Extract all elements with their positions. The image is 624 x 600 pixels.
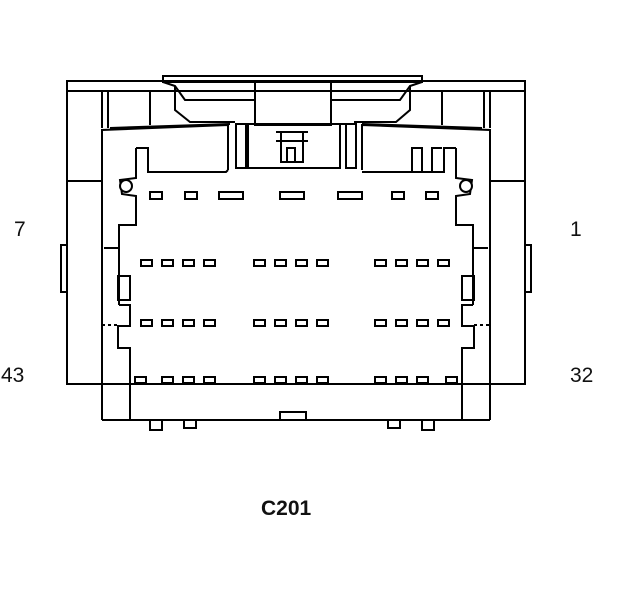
pin-cavity bbox=[203, 319, 216, 327]
pin-cavity bbox=[316, 319, 329, 327]
side-tabs bbox=[60, 244, 532, 293]
pin-cavity bbox=[253, 319, 266, 327]
pin-cavity bbox=[182, 319, 195, 327]
pin-cavity bbox=[140, 259, 153, 267]
pin-cavity bbox=[140, 319, 153, 327]
pin-cavity bbox=[374, 376, 387, 384]
pin-cavity bbox=[253, 376, 266, 384]
pin-cavity bbox=[337, 191, 363, 200]
pin-cavity bbox=[316, 376, 329, 384]
pin-cavity bbox=[279, 191, 305, 200]
pin-cavity bbox=[395, 259, 408, 267]
pin-label-bottom-left: 43 bbox=[1, 364, 25, 387]
pin-cavity bbox=[203, 259, 216, 267]
pin-cavity bbox=[295, 259, 308, 267]
pin-cavity bbox=[274, 319, 287, 327]
bottom-feet bbox=[149, 411, 435, 431]
pin-cavity bbox=[425, 191, 439, 200]
pin-label-bottom-right: 32 bbox=[570, 364, 594, 387]
pin-cavity bbox=[134, 376, 147, 384]
pin-cavity bbox=[203, 376, 216, 384]
pin-label-top-right: 1 bbox=[570, 218, 582, 241]
pin-cavity bbox=[395, 319, 408, 327]
pin-cavity bbox=[416, 376, 429, 384]
pin-cavity-outline bbox=[102, 147, 490, 421]
latch-bump bbox=[119, 179, 133, 193]
pin-cavity bbox=[316, 259, 329, 267]
connector-name: C201 bbox=[261, 497, 312, 520]
pin-cavity bbox=[395, 376, 408, 384]
top-latch bbox=[162, 75, 423, 126]
pin-cavities bbox=[119, 179, 473, 384]
pin-cavity bbox=[295, 376, 308, 384]
pin-cavity bbox=[445, 376, 458, 384]
pin-cavity bbox=[182, 376, 195, 384]
pin-cavity bbox=[437, 319, 450, 327]
pin-cavity bbox=[161, 376, 174, 384]
pin-cavity bbox=[218, 191, 244, 200]
pin-cavity bbox=[391, 191, 405, 200]
pin-cavity bbox=[416, 319, 429, 327]
pin-cavity bbox=[161, 259, 174, 267]
pin-cavity bbox=[274, 376, 287, 384]
center-key bbox=[235, 123, 357, 169]
pin-cavity bbox=[374, 259, 387, 267]
pin-cavity bbox=[416, 259, 429, 267]
pin-cavity bbox=[374, 319, 387, 327]
pin-cavity bbox=[295, 319, 308, 327]
pin-label-top-left: 7 bbox=[14, 218, 26, 241]
pin-cavity bbox=[253, 259, 266, 267]
pin-cavity bbox=[182, 259, 195, 267]
pin-cavity bbox=[437, 259, 450, 267]
pin-cavity bbox=[161, 319, 174, 327]
pin-cavity bbox=[184, 191, 198, 200]
latch-bump bbox=[459, 179, 473, 193]
pin-cavity bbox=[274, 259, 287, 267]
pin-cavity bbox=[149, 191, 163, 200]
